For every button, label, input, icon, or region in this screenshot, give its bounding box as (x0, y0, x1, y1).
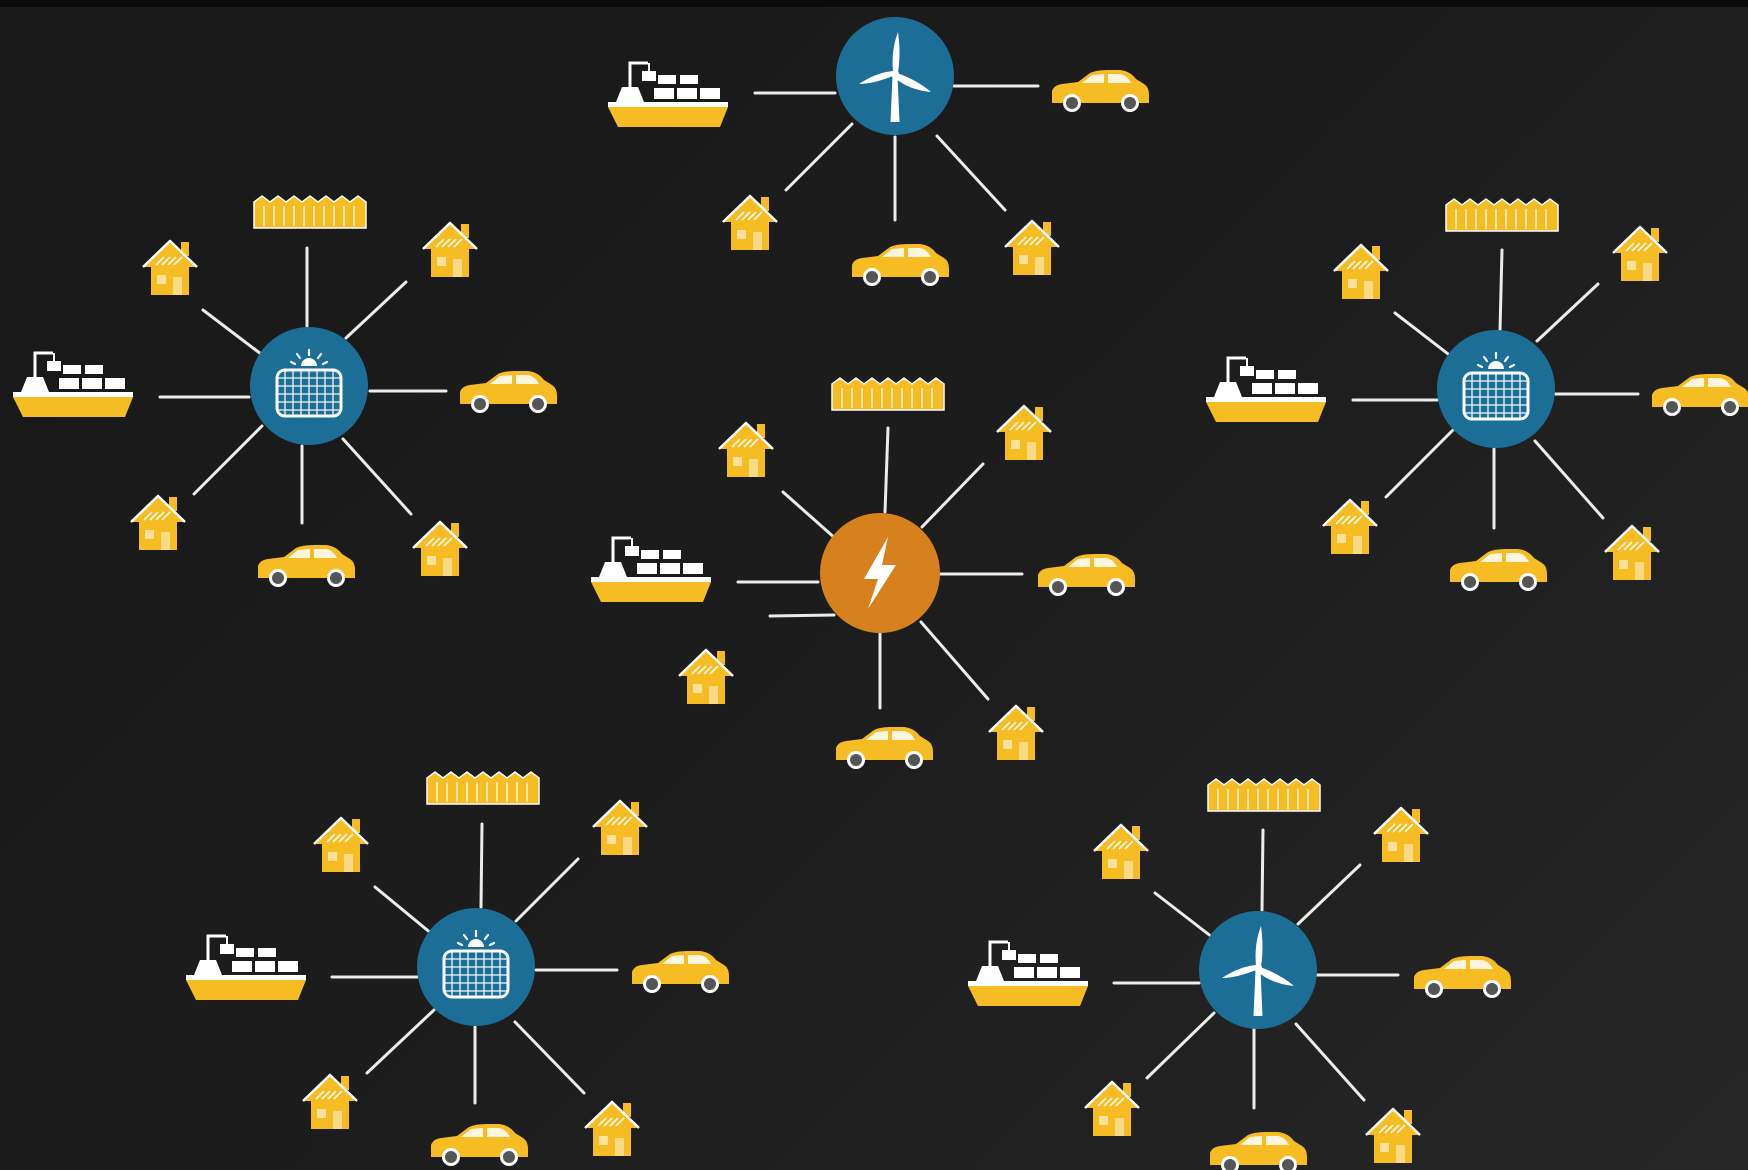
link-line (781, 490, 838, 541)
ship-icon (966, 940, 1090, 1008)
house-icon (1083, 1080, 1141, 1138)
link-line (201, 308, 263, 356)
link-line (1393, 311, 1454, 359)
link-line (1294, 1022, 1366, 1102)
house-icon (717, 421, 775, 479)
house-icon (987, 704, 1045, 762)
house-icon (995, 404, 1053, 462)
factory-icon (1207, 778, 1321, 812)
link-line (192, 424, 264, 496)
factory-icon (1445, 198, 1559, 232)
link-line (768, 613, 836, 618)
link-line (1260, 828, 1265, 912)
link-line (513, 1020, 586, 1095)
house-icon (411, 520, 469, 578)
house-icon (312, 816, 370, 874)
link-line (920, 462, 985, 529)
ship-icon (184, 934, 308, 1002)
house-icon (583, 1100, 641, 1158)
house-icon (141, 239, 199, 297)
ship-icon (1204, 356, 1328, 424)
house-icon (1003, 219, 1061, 277)
link-line (1533, 439, 1605, 520)
car-icon (836, 727, 933, 769)
car-icon (431, 1124, 528, 1166)
ship-icon (589, 536, 713, 604)
link-line (1145, 1011, 1216, 1080)
house-icon (1092, 823, 1150, 881)
link-line (1535, 282, 1600, 343)
house-icon (1603, 524, 1661, 582)
link-line (479, 822, 484, 909)
link-line (365, 1008, 436, 1075)
house-icon (591, 799, 649, 857)
cluster-solar-bottom-left (184, 771, 729, 1166)
link-line (919, 620, 990, 701)
ship-icon (11, 351, 135, 419)
link-line (1153, 891, 1214, 939)
link-line (935, 134, 1007, 212)
factory-icon (426, 771, 540, 805)
car-icon (1450, 549, 1547, 591)
house-icon (301, 1073, 359, 1131)
cluster-wind-top (606, 17, 1149, 286)
car-icon (258, 545, 355, 587)
link-line (1498, 248, 1504, 332)
car-icon (852, 244, 949, 286)
cluster-wind-bottom-right (966, 778, 1511, 1170)
ship-icon (606, 61, 730, 129)
car-icon (632, 951, 729, 993)
house-icon (721, 194, 779, 252)
house-icon (1321, 498, 1379, 556)
link-line (514, 857, 580, 923)
house-icon (129, 494, 187, 552)
factory-icon (253, 195, 367, 229)
house-icon (1372, 806, 1430, 864)
cluster-solar-right (1204, 198, 1748, 591)
link-line (1296, 863, 1362, 926)
link-line (883, 426, 890, 514)
link-line (341, 437, 413, 516)
car-icon (1052, 70, 1149, 112)
car-icon (1652, 374, 1748, 416)
house-icon (1364, 1107, 1422, 1165)
factory-icon (831, 377, 945, 411)
house-icon (677, 648, 735, 706)
nodes-layer (11, 17, 1748, 1170)
link-line (784, 122, 854, 192)
link-line (1384, 428, 1455, 499)
house-icon (421, 221, 479, 279)
car-icon (1414, 956, 1511, 998)
cluster-solar-left (11, 195, 557, 587)
house-icon (1332, 243, 1390, 301)
cluster-grid-center (589, 377, 1135, 769)
car-icon (460, 371, 557, 413)
link-line (373, 885, 434, 936)
links-layer (158, 84, 1640, 1110)
car-icon (1210, 1132, 1307, 1170)
house-icon (1611, 225, 1669, 283)
car-icon (1038, 554, 1135, 596)
link-line (344, 280, 408, 340)
